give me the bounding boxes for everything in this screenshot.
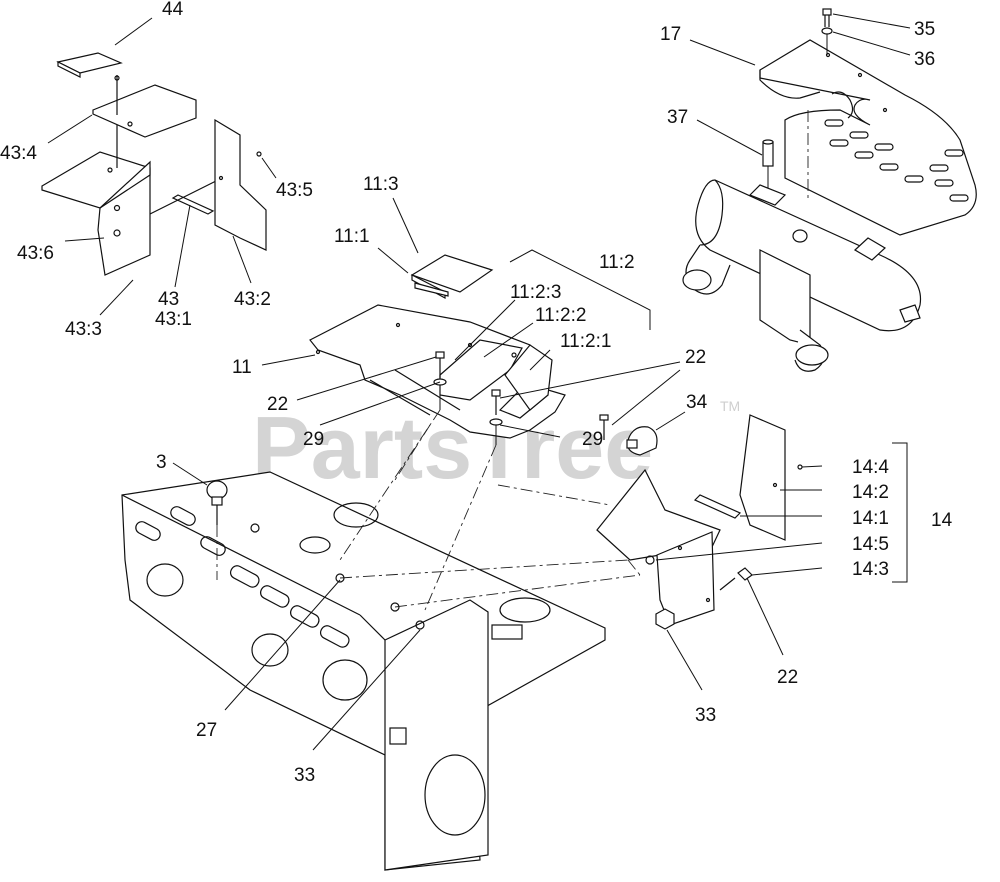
part-11-3-plate — [410, 254, 494, 300]
callout-43-5: 43:5 — [276, 180, 313, 201]
callout-17: 17 — [660, 24, 681, 45]
trademark: TM — [720, 398, 740, 414]
callout-11-2: 11:2 — [599, 252, 635, 273]
callout-14: 14 — [931, 510, 953, 531]
callout-43-1: 43:1 — [155, 309, 192, 330]
callout-11-3: 11:3 — [363, 174, 399, 195]
callout-14-3: 14:3 — [852, 559, 889, 580]
callout-11-2-1: 11:2:1 — [560, 331, 611, 352]
callout-3: 3 — [156, 452, 167, 473]
callout-36: 36 — [914, 49, 935, 70]
callout-14-1: 14:1 — [852, 508, 889, 529]
callout-27: 27 — [196, 720, 217, 741]
callout-11: 11 — [232, 357, 252, 378]
part-43-3-bracket — [41, 125, 151, 276]
callout-43: 43 — [158, 289, 179, 310]
callout-43-4: 43:4 — [0, 143, 37, 164]
callout-33-right: 33 — [695, 705, 716, 726]
part-44-cover-plate — [56, 52, 123, 78]
part-43-4-plate — [92, 75, 197, 138]
part-17-heat-shield — [759, 39, 977, 236]
callout-labels: 44 43:4 43:5 43:6 43 43:1 43:2 43:3 11:3… — [0, 0, 953, 786]
callout-37: 37 — [667, 107, 688, 128]
callout-35: 35 — [914, 19, 935, 40]
callout-29-right: 29 — [582, 429, 603, 450]
part-37-spacer — [762, 139, 774, 190]
callout-43-3: 43:3 — [65, 319, 102, 340]
callout-11-2-3: 11:2:3 — [510, 282, 561, 303]
part-34-clamp — [599, 414, 658, 456]
part-11-2-1-plate — [504, 344, 553, 411]
callout-14-5: 14:5 — [852, 534, 889, 555]
leader-lines — [47, 13, 911, 751]
connector-lines — [216, 110, 809, 611]
callout-29-left: 29 — [303, 429, 324, 450]
part-33-nut-right — [655, 608, 675, 630]
callout-43-2: 43:2 — [234, 289, 271, 310]
callout-22-left: 22 — [267, 394, 288, 415]
callout-22-bottom: 22 — [777, 667, 798, 688]
callout-22-top: 22 — [685, 347, 706, 368]
part-3-knob — [206, 480, 228, 525]
callout-34: 34 — [686, 392, 708, 413]
callout-43-6: 43:6 — [17, 243, 54, 264]
callout-11-1: 11:1 — [334, 226, 370, 247]
callout-14-4: 14:4 — [852, 457, 889, 478]
callout-44: 44 — [162, 0, 184, 20]
main-frame — [121, 471, 606, 871]
muffler — [682, 179, 922, 372]
callout-33-left: 33 — [294, 765, 315, 786]
callout-11-2-2: 11:2:2 — [535, 305, 586, 326]
part-43-2-side-plate — [149, 118, 267, 251]
part-35-36-screw-washer — [821, 8, 833, 55]
callout-14-2: 14:2 — [852, 482, 889, 503]
